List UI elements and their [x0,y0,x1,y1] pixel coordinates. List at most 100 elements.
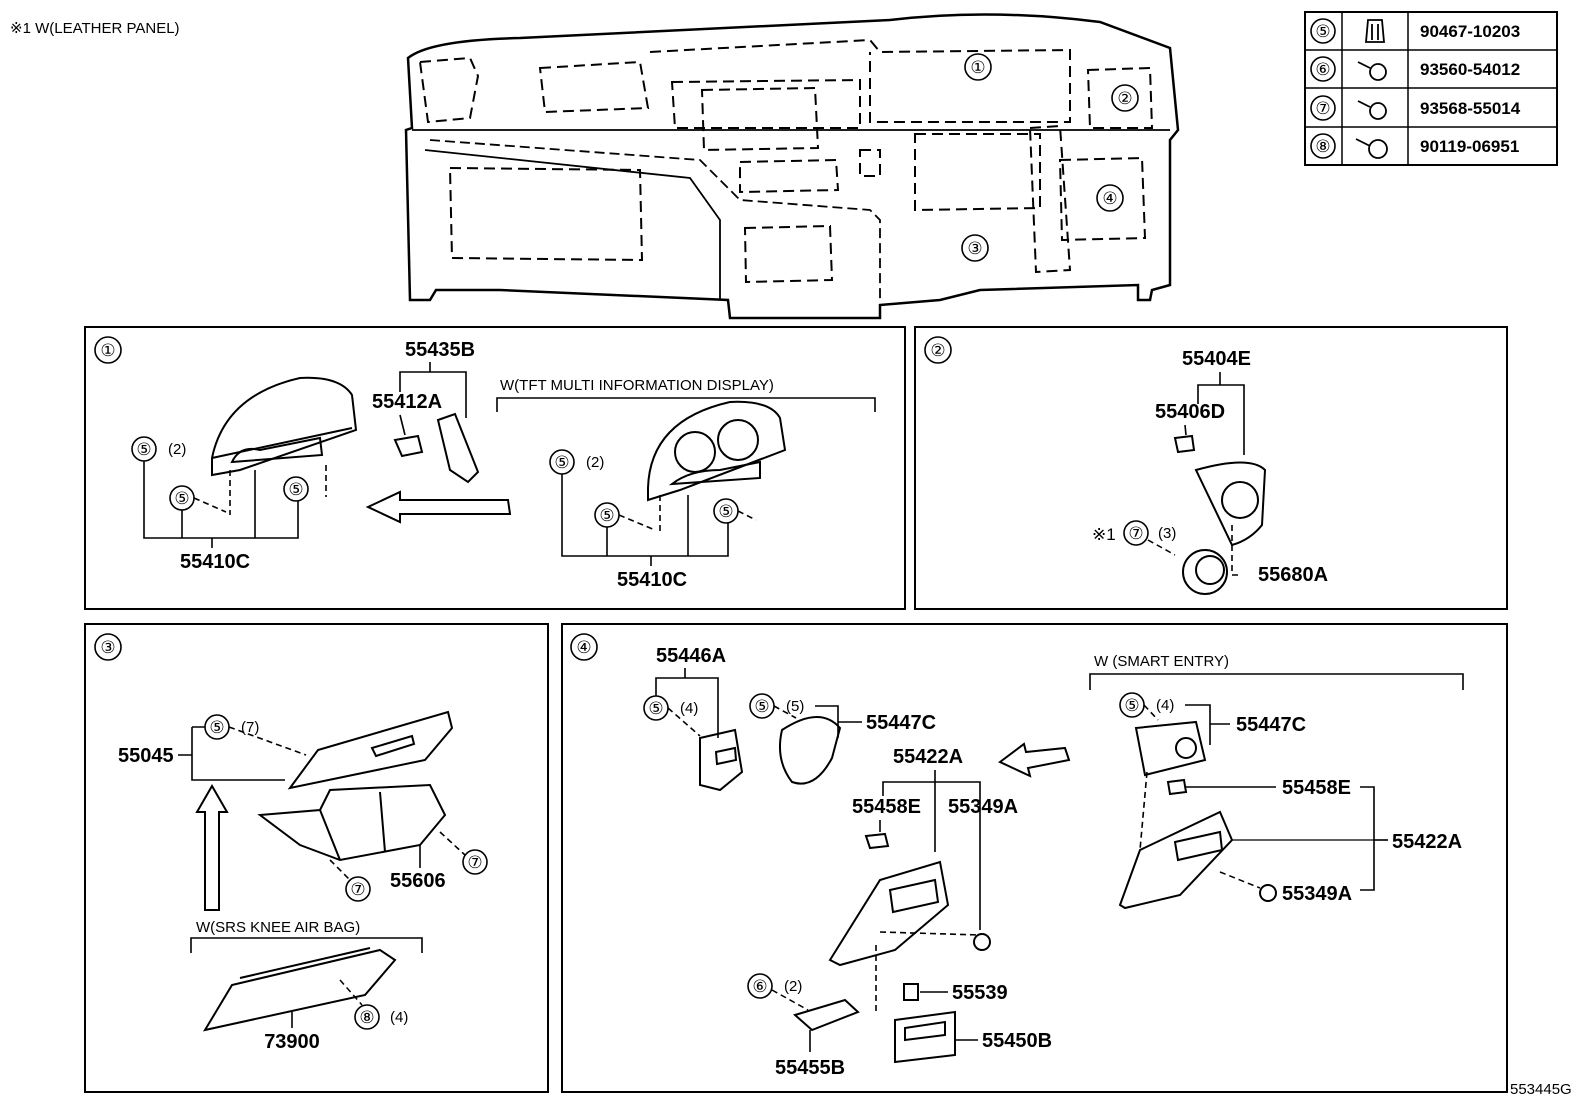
svg-text:⑤: ⑤ [174,489,189,508]
svg-text:(2): (2) [586,454,604,471]
illustration-code: 553445G [1510,1081,1572,1098]
leather-panel-note: ※1 W(LEATHER PANEL) [10,20,180,37]
clip-part [903,983,919,1001]
svg-text:※1: ※1 [1092,525,1116,544]
part-label-55447c-smart: 55447C [1236,714,1306,736]
part-label-55455b: 55455B [775,1057,845,1079]
svg-text:(4): (4) [390,1009,408,1026]
overview-marker-1-label: ① [970,58,985,77]
svg-text:(2): (2) [168,441,186,458]
callout: ⑥ (2) [747,973,802,999]
cluster-bezel-tft-part [647,400,787,502]
svg-text:⑤: ⑤ [554,453,569,472]
callout: ⑤ (5) [749,693,804,719]
svg-text:⑦: ⑦ [1128,524,1143,543]
part-label-55410c-tft: 55410C [617,569,687,591]
legend-row-num: ⑥ [1315,60,1330,79]
part-label-55458e-smart: 55458E [1282,777,1351,799]
legend-part-number: 93560-54012 [1420,60,1520,79]
switch-panel-part [699,728,744,792]
leader-lines [875,770,981,1015]
part-label-55539: 55539 [952,982,1008,1004]
legend-part-number: 90467-10203 [1420,22,1520,41]
part-label-55422a-smart: 55422A [1392,831,1462,853]
clip-part [1173,434,1196,454]
legend-row: ⑥ 93560-54012 [1310,56,1520,82]
panel-2-id: ② [930,341,945,360]
legend-row-num: ⑧ [1315,137,1330,156]
svg-text:⑤: ⑤ [718,502,733,521]
legend-part-number: 93568-55014 [1420,99,1521,118]
part-label-55349a-smart: 55349A [1282,883,1352,905]
leader-lines [655,668,719,738]
svg-text:⑧: ⑧ [359,1008,374,1027]
knob-part [973,933,991,951]
smart-lower-panel-part [1118,810,1234,910]
direction-arrow [365,490,512,524]
panel-1: ① ⑤ (2) ⑤ ⑤ 55410C 55412A 55435B [84,326,906,610]
callout: ⑤ (4) [1119,692,1174,718]
knee-airbag-part [202,947,397,1032]
part-label-55410c: 55410C [180,551,250,573]
part-label-55450b: 55450B [982,1030,1052,1052]
leader-lines [1139,704,1230,851]
screw-icon [1355,138,1388,159]
overview-marker-4 [1096,184,1124,212]
panel-3-id: ③ [100,638,115,657]
svg-text:⑤: ⑤ [599,506,614,525]
overview-marker-4-label: ④ [1102,189,1117,208]
svg-text:⑤: ⑤ [136,440,151,459]
part-label-55680a: 55680A [1258,564,1328,586]
clip-icon [1365,19,1385,43]
knee-bracket-part [257,783,447,862]
overview-marker-1 [964,53,992,81]
part-label-55446a: 55446A [656,645,726,667]
variant-label-airbag: W(SRS KNEE AIR BAG) [196,919,360,936]
svg-text:(5): (5) [786,698,804,715]
leader-lines [329,831,466,881]
svg-text:(7): (7) [241,719,259,736]
clip-part [1166,778,1188,796]
panel-4: ④ 55446A ⑤ (4) ⑤ (5) 55447C [561,623,1508,1093]
legend-part-number: 90119-06951 [1420,137,1519,156]
svg-text:⑤: ⑤ [209,718,224,737]
fastener-legend: ⑤ 90467-10203 ⑥ 93560-54012 ⑦ 93568-5501… [1304,11,1558,166]
svg-text:⑤: ⑤ [754,697,769,716]
variant-label-tft: W(TFT MULTI INFORMATION DISPLAY) [500,377,774,394]
svg-text:(4): (4) [1156,697,1174,714]
up-arrow [195,783,229,911]
callout: ⑤ (2) ⑤ ⑤ [549,449,739,528]
callout: ⑤ (4) [643,695,698,721]
svg-text:⑦: ⑦ [350,880,365,899]
tray-part [894,1010,956,1064]
leader-lines [561,474,757,566]
svg-text:⑤: ⑤ [648,699,663,718]
part-label-55404e: 55404E [1182,348,1251,370]
leader-lines [1184,372,1245,576]
bracket-part [792,998,860,1032]
svg-text:(2): (2) [784,978,802,995]
svg-text:⑥: ⑥ [752,977,767,996]
overview-marker-2-label: ② [1117,89,1132,108]
part-label-55406d: 55406D [1155,401,1225,423]
knob-part [1259,884,1277,902]
svg-text:⑦: ⑦ [467,853,482,872]
leader-lines [178,726,307,781]
leader-lines [143,461,327,548]
part-label-55349a: 55349A [948,796,1018,818]
dashboard-markers: ① ② ③ ④ [961,53,1139,262]
overview-marker-2 [1111,84,1139,112]
part-label-55045: 55045 [118,745,174,767]
part-label-55447c: 55447C [866,712,936,734]
panel-3: ③ 55045 ⑤ (7) ⑦ ⑦ [84,623,549,1093]
part-label-55412a: 55412A [372,391,442,413]
cluster-bezel-part [211,376,358,477]
part-label-55435b: 55435B [405,339,475,361]
panel-1-id: ① [100,341,115,360]
part-label-55458e: 55458E [852,796,921,818]
part-label-55422a: 55422A [893,746,963,768]
screw-icon [1357,100,1387,120]
dashboard-overview [404,13,1180,320]
clip-part [864,832,890,850]
